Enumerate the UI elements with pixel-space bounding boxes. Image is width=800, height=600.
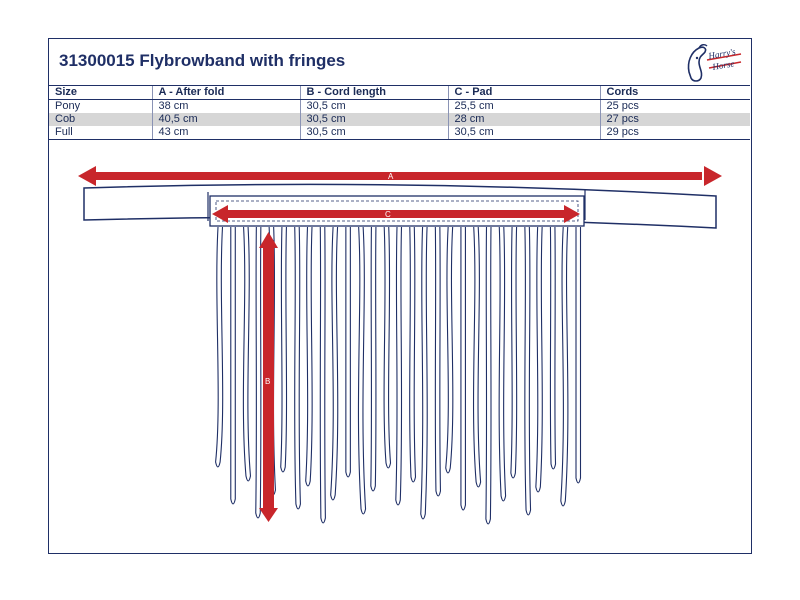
header-pad: C - Pad	[447, 85, 600, 100]
header-cords: Cords	[599, 85, 750, 100]
fringe-cord	[485, 226, 492, 525]
document-title: 31300015 Flybrowband with fringes	[59, 51, 346, 70]
fringe-cord	[330, 226, 339, 501]
size-table: Size A - After fold B - Cord length C - …	[49, 85, 750, 140]
table-header-row: Size A - After fold B - Cord length C - …	[49, 85, 750, 100]
table-row: Cob 40,5 cm 30,5 cm 28 cm 27 pcs	[49, 113, 750, 126]
cell-pad: 25,5 cm	[447, 99, 600, 113]
dimension-arrow-c	[212, 205, 580, 223]
dimension-arrow-a	[78, 166, 722, 186]
fringe-cord	[575, 227, 582, 484]
cell-cords: 25 pcs	[599, 99, 750, 113]
cell-cord-length: 30,5 cm	[299, 126, 448, 140]
svg-text:Horse: Horse	[711, 58, 735, 72]
pad-stitching	[215, 200, 579, 222]
fringe-cord	[357, 226, 367, 515]
cell-cord-length: 30,5 cm	[299, 99, 448, 113]
fringe-cord	[460, 227, 466, 511]
fringe-cord	[395, 226, 403, 506]
table-row: Full 43 cm 30,5 cm 30,5 cm 29 pcs	[49, 126, 750, 140]
fringe-cord	[549, 226, 557, 470]
fringe-cord	[498, 226, 507, 502]
cell-cords: 27 pcs	[599, 113, 750, 126]
fringe-cord	[345, 227, 351, 478]
header-cord-length: B - Cord length	[299, 85, 448, 100]
label-a: A	[388, 172, 394, 181]
cell-pad: 28 cm	[447, 113, 600, 126]
cell-after-fold: 40,5 cm	[151, 113, 300, 126]
dimension-arrow-b	[259, 232, 278, 522]
cell-cord-length: 30,5 cm	[299, 113, 448, 126]
cell-pad: 30,5 cm	[447, 126, 600, 140]
fringe-cord	[524, 226, 532, 516]
fringe-cord	[294, 226, 301, 510]
cell-size: Pony	[55, 100, 81, 112]
fringe-cord	[230, 227, 236, 505]
cell-after-fold: 43 cm	[151, 126, 300, 140]
spec-sheet: 31300015 Flybrowband with fringes Harry'…	[48, 38, 752, 554]
cell-cords: 29 pcs	[599, 126, 750, 140]
fringe-cord	[434, 226, 442, 497]
fringe-cord	[242, 226, 252, 482]
fringe-cord	[510, 226, 518, 479]
cell-size: Full	[49, 126, 152, 140]
fringe-cord	[215, 226, 224, 468]
fringe-cord	[472, 226, 482, 488]
fringe-cord	[370, 226, 377, 492]
cell-after-fold: 38 cm	[151, 99, 300, 113]
header-after-fold: A - After fold	[151, 85, 300, 100]
fringe-cord	[445, 226, 454, 474]
fringe-cord	[535, 226, 543, 493]
table-row: Pony 38 cm 30,5 cm 25,5 cm 25 pcs	[49, 99, 750, 113]
svg-text:Harry's: Harry's	[707, 46, 737, 61]
cell-size: Cob	[49, 113, 152, 126]
fringe-cord	[305, 226, 313, 487]
label-b: B	[265, 377, 270, 386]
header-size: Size	[49, 85, 152, 100]
fringe-cord	[409, 226, 417, 483]
fringe-cord	[560, 226, 569, 507]
fringe-cord	[319, 226, 326, 524]
fringe-cord	[383, 226, 392, 469]
fringe-cord	[280, 226, 288, 473]
fringe-cord	[420, 226, 428, 520]
label-c: C	[385, 210, 391, 219]
harrys-horse-logo: Harry's Horse	[687, 43, 742, 82]
fringe-cord	[255, 226, 262, 519]
